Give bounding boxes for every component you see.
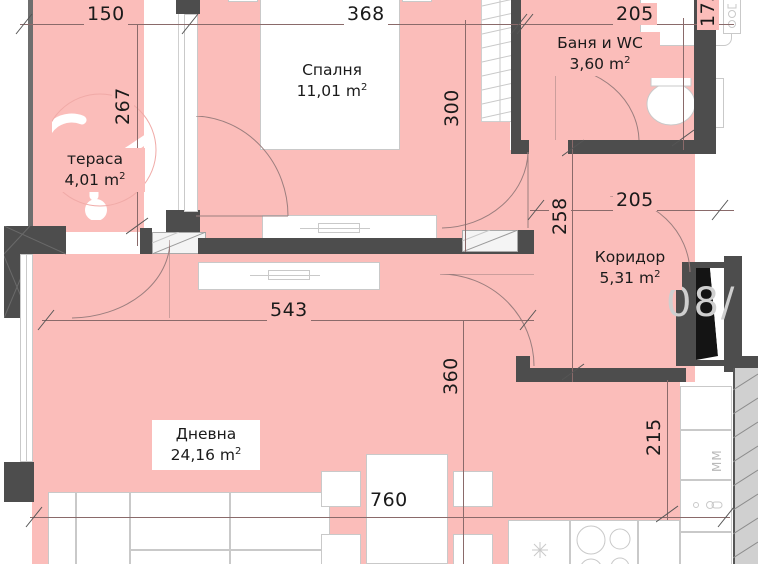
wall-banya-right [694, 0, 716, 154]
star-knob-icon [532, 542, 548, 558]
kitchen-cabinet-right-bottom [638, 520, 680, 564]
kitchen-cabinet-bottom [508, 520, 570, 564]
dim-line-175 [683, 18, 684, 150]
door-arc-spalnya [196, 116, 289, 217]
door-arc-terrace [71, 240, 170, 319]
dim-tick-258 [562, 139, 585, 157]
wall-banya-bottom-jamb [511, 140, 529, 154]
terrace-sliding-leaf-hatch-icon [152, 232, 206, 254]
room-label-koridor: Коридор 5,31 m2 [578, 246, 682, 290]
room-name-spalnya: Спалня [302, 61, 362, 79]
dim-label-205-corridor: 205 [613, 189, 657, 211]
wall-terrace-left [28, 0, 33, 232]
dim-line-760 [30, 517, 730, 518]
sink-icon [693, 501, 723, 509]
hob-burners-icon [576, 525, 631, 564]
dim-line-258 [572, 140, 573, 382]
room-name-dnevna: Дневна [175, 425, 237, 443]
dim-label-360: 360 [440, 354, 462, 398]
kitchen-counter-bottom [680, 532, 732, 564]
dim-label-300: 300 [441, 86, 463, 130]
room-label-terasa: тераса 4,01 m2 [45, 148, 145, 192]
dim-tick-150 [15, 13, 199, 35]
dim-tick-215 [656, 505, 679, 523]
dim-label-267: 267 [112, 84, 134, 128]
dim-line-360 [463, 320, 464, 564]
dim-label-175: 175 [697, 0, 719, 30]
dim-tick-543 [37, 309, 537, 331]
dim-label-760: 760 [367, 489, 411, 511]
stove-hob [570, 520, 638, 564]
dim-label-205-top: 205 [613, 3, 657, 25]
sofa-seat-left [76, 492, 130, 564]
sofa-seat-right [230, 492, 330, 550]
wall-spalnya-dnevna [198, 238, 490, 254]
room-area-spalnya: 11,01 m2 [296, 81, 368, 101]
wardrobe-handle-1 [318, 223, 360, 233]
wardrobe-handle-2 [268, 270, 310, 280]
washing-machine-label: MM [710, 449, 724, 472]
wall-corridor-right-outer [724, 256, 742, 372]
dim-tick-205-corridor [527, 199, 729, 221]
sofa-seat-mid [130, 492, 230, 550]
wall-banya-left [511, 0, 521, 148]
wall-corridor-bottom-jamb [516, 356, 530, 382]
wall-corridor-bottom [516, 368, 686, 382]
nightstand-left [228, 0, 258, 2]
room-area-terasa: 4,01 m2 [64, 170, 126, 190]
room-name-terasa: тераса [67, 150, 123, 168]
room-label-dnevna: Дневна 24,16 m2 [152, 420, 260, 470]
dim-tick-175 [672, 129, 695, 147]
room-name-banya: Баня и WC [557, 34, 643, 52]
chair-bottom-right [453, 534, 493, 564]
room-label-spalnya: Спалня 11,01 m2 [268, 60, 396, 102]
dim-tick-205-top [510, 13, 534, 35]
wardrobe-rail-1 [300, 228, 370, 229]
dim-tick-258-bottom [562, 363, 585, 381]
entrance-door-leaf-icon [696, 268, 726, 360]
dim-label-215: 215 [643, 415, 665, 459]
dim-label-368: 368 [344, 3, 388, 25]
dim-line-215 [667, 380, 668, 520]
dim-label-543: 543 [267, 299, 311, 321]
sofa-base-mid [130, 550, 230, 564]
room-label-banya: Баня и WC 3,60 m2 [540, 32, 660, 76]
kitchen-sink-unit [680, 480, 732, 532]
dim-tick-267 [126, 217, 149, 235]
wall-outer-right-top-cap [733, 356, 758, 368]
dim-line-267 [137, 24, 138, 246]
nightstand-right [402, 0, 432, 2]
door-arc-dnevna-koridor [439, 274, 535, 367]
wall-terrace-door-jamb [140, 228, 152, 254]
kitchen-counter-top [680, 386, 732, 430]
wardrobe-rail-2 [250, 275, 320, 276]
room-area-koridor: 5,31 m2 [599, 268, 661, 288]
wall-outer-right-hatch-icon [733, 373, 758, 559]
wall-banya-bottom [568, 140, 696, 154]
wardrobe-dnevna [198, 262, 380, 290]
chair-top-right [453, 471, 493, 507]
dim-label-258: 258 [549, 194, 571, 238]
wall-corner-hatch-icon [4, 226, 66, 318]
window-dnevna-left-mullion [26, 254, 27, 462]
wall-terrace-bedroom-top [176, 0, 200, 14]
dim-line-300 [465, 20, 466, 252]
dim-tick-760 [25, 506, 735, 528]
sofa-back-left [48, 492, 76, 564]
door-arc-banya [555, 66, 640, 141]
sofa-base-right [230, 550, 330, 564]
bed-spalnya [260, 0, 400, 150]
chair-top-left [321, 471, 361, 507]
door-arc-koridor-left [441, 152, 529, 229]
room-name-koridor: Коридор [594, 248, 666, 266]
washing-machine [680, 430, 732, 480]
room-area-banya: 3,60 m2 [569, 54, 631, 74]
spalnya-door-leaf-hatch-icon [462, 230, 518, 252]
balcony-door-glazing [184, 14, 198, 212]
wall-corner-left-bottom [4, 462, 34, 502]
dim-label-150: 150 [84, 3, 128, 25]
room-area-dnevna: 24,16 m2 [170, 445, 242, 465]
chair-bottom-left [321, 534, 361, 564]
